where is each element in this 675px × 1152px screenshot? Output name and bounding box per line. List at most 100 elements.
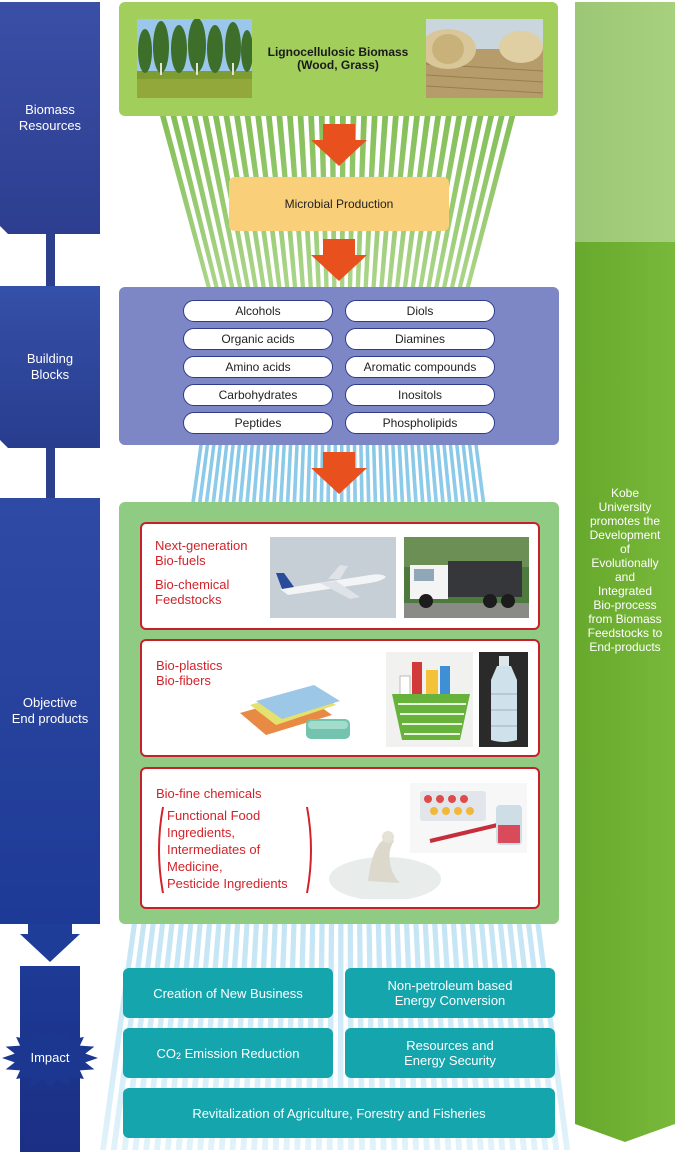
stage-label-line: Objective (22, 695, 78, 710)
stage-impact: Impact (0, 966, 100, 1152)
ray-stripe (191, 116, 238, 300)
stage-label-line: Biomass (25, 102, 75, 117)
product-line: Medicine, (167, 859, 223, 874)
feedstock-title: Lignocellulosic Biomass (Wood, Grass) (252, 46, 424, 72)
product-line: Ingredients, (167, 825, 235, 840)
sidenote-line: and (614, 570, 636, 584)
ray-stripe (447, 116, 495, 300)
product-line: Next-generation (155, 538, 248, 553)
product-line: Bio-chemical (155, 577, 230, 592)
sponges-image (236, 679, 351, 747)
impact-starburst (2, 1028, 98, 1088)
ray-stripe (462, 116, 516, 300)
building-block-phospholipids: Phospholipids (345, 412, 495, 434)
stage-label-line: Resources (18, 118, 82, 133)
impact-line: Non-petroleum based (387, 978, 513, 993)
product-line: Feedstocks (155, 592, 222, 607)
building-block-carbohydrates: Carbohydrates (183, 384, 333, 406)
co2-suffix: Emission Reduction (181, 1045, 300, 1061)
product-line: Bio-fibers (156, 673, 211, 688)
parentheses (158, 806, 312, 894)
truck-image (404, 537, 529, 618)
stage-building-blocks: Building Blocks (0, 286, 100, 448)
pet-bottle-image (479, 652, 528, 747)
impact-energy-security: Resources and Energy Security (345, 1028, 555, 1078)
impact-label: Impact (30, 1050, 70, 1065)
building-blocks-panel: Alcohols Organic acids Amino acids Carbo… (119, 287, 559, 445)
stage-connector (46, 448, 55, 498)
product-line: Pesticide Ingredients (167, 876, 288, 891)
sidenote-line: Kobe (610, 486, 640, 500)
sidenote-line: University (598, 500, 652, 514)
sidenote-line: promotes the (589, 514, 661, 528)
sidenote-line: of (619, 542, 630, 556)
basket-bottles-image (386, 652, 473, 747)
ray-stripe (181, 116, 230, 300)
ray-stripe (170, 116, 222, 300)
impact-line: Energy Security (404, 1053, 496, 1068)
biomass-feedstock-panel: Lignocellulosic Biomass (Wood, Grass) (119, 2, 558, 116)
building-block-aromatic-compounds: Aromatic compounds (345, 356, 495, 378)
stage-biomass-resources: Biomass Resources (0, 2, 100, 234)
bio-fine-chemicals-card: Bio-fine chemicals Functional Food Ingre… (140, 767, 540, 909)
impact-bar (2, 966, 98, 1152)
hay-bales-image (426, 19, 543, 98)
building-block-inositols: Inositols (345, 384, 495, 406)
co2-subscript: 2 (175, 1050, 181, 1061)
building-block-diols: Diols (345, 300, 495, 322)
stage-label-line: End products (11, 711, 89, 726)
stage-bar (0, 2, 100, 234)
stage-bar (0, 286, 100, 448)
sidenote-line: End-products (589, 640, 661, 654)
stage-connector (46, 234, 55, 286)
medicine-syringe-image (410, 783, 527, 853)
biofuels-card: Next-generation Bio-fuels Bio-chemical F… (140, 522, 540, 630)
impact-line: Energy Conversion (394, 993, 506, 1008)
stage-label: Biomass Resources (19, 102, 81, 134)
stage-label: Objective End products (12, 695, 89, 727)
bioplastics-card: Bio-plastics Bio-fibers (140, 639, 540, 757)
impact-new-business: Creation of New Business (123, 968, 333, 1018)
ray-stripe (202, 116, 245, 300)
right-green-arrow-column (575, 2, 675, 1142)
product-line: Bio-fuels (155, 553, 206, 568)
impact-line: Resources and (406, 1038, 494, 1053)
microbial-production-box: Microbial Production (229, 177, 449, 231)
fine-chemicals-items: Functional Food Ingredients, Intermediat… (167, 807, 288, 892)
sidenote-line: Feedstocks to (587, 626, 663, 640)
sidenote-line: from Biomass (588, 612, 662, 626)
co2-label: CO (156, 1045, 176, 1061)
airplane-image (270, 537, 396, 618)
ray-stripe (454, 116, 505, 300)
building-block-peptides: Peptides (183, 412, 333, 434)
building-block-diamines: Diamines (345, 328, 495, 350)
bioplastics-text: Bio-plastics Bio-fibers (156, 658, 222, 688)
stage-label-line: Building (26, 351, 74, 366)
ray-stripe (160, 116, 215, 300)
ray-stripe (439, 116, 484, 300)
product-line: Bio-plastics (156, 658, 223, 673)
impact-energy-conversion: Non-petroleum based Energy Conversion (345, 968, 555, 1018)
sidenote-line: Integrated (597, 584, 653, 598)
fine-chemicals-title: Bio-fine chemicals (156, 786, 262, 801)
building-block-organic-acids: Organic acids (183, 328, 333, 350)
trees-field-image (137, 19, 252, 98)
stage-bar-with-arrow (0, 498, 100, 962)
product-line: Intermediates of (167, 842, 261, 857)
biofuels-text: Next-generation Bio-fuels Bio-chemical F… (155, 538, 248, 607)
impact-revitalization: Revitalization of Agriculture, Forestry … (123, 1088, 555, 1138)
ray-stripe (431, 116, 473, 300)
stage-objective-end-products: Objective End products (0, 498, 100, 966)
sidenote-line: Bio-process (593, 598, 657, 612)
product-line: Functional Food (167, 808, 261, 823)
building-block-alcohols: Alcohols (183, 300, 333, 322)
feedstock-subtitle-line: (Wood, Grass) (297, 58, 379, 72)
sidenote-line: Development (589, 528, 661, 542)
building-block-amino-acids: Amino acids (183, 356, 333, 378)
stage-label-line: Blocks (30, 367, 70, 382)
stage-label: Building Blocks (27, 351, 73, 383)
sidenote-line: Evolutionally (591, 556, 659, 570)
feedstock-title-line: Lignocellulosic Biomass (267, 45, 409, 59)
sidenote-kobe-university: Kobe University promotes the Development… (579, 486, 671, 654)
